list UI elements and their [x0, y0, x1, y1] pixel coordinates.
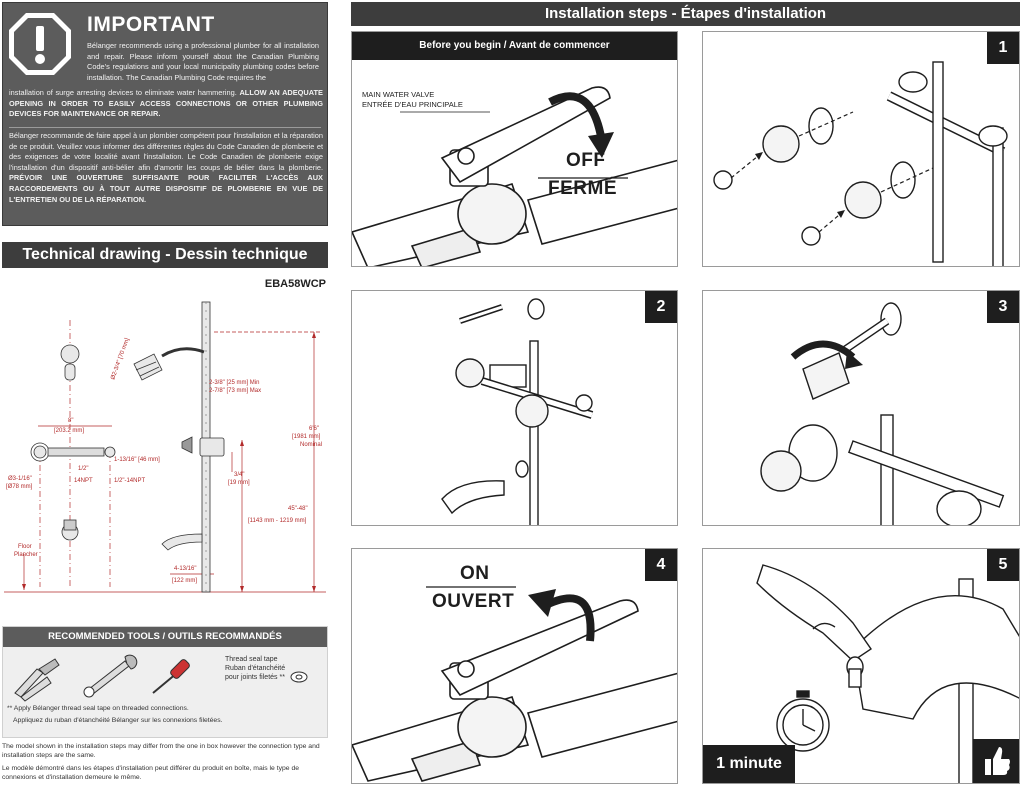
tools-note-en: ** Apply Bélanger thread seal tape on th… [7, 705, 189, 712]
tools-illustrations [14, 654, 308, 702]
dim-height-total-mm: [1981 mm] [292, 434, 321, 440]
important-notice: IMPORTANT Bélanger recommends using a pr… [2, 2, 328, 226]
step-number-1: 1 [987, 32, 1019, 64]
screwdriver-icon [152, 659, 190, 694]
dim-valve-height-mm: [1143 mm - 1219 mm] [248, 518, 307, 524]
step1-illustration [713, 61, 1008, 266]
warning-icon [9, 13, 71, 75]
step5-illustration [756, 564, 1019, 783]
step-number-3: 3 [987, 291, 1019, 323]
on-label: ON [460, 563, 490, 584]
important-text-fr: Bélanger recommande de faire appel à un … [9, 131, 323, 204]
tools-banner: RECOMMENDED TOOLS / OUTILS RECOMMANDÉS [3, 627, 327, 647]
panel-step-2: 2 [351, 290, 678, 526]
valve-off-illustration [352, 86, 677, 266]
dim-spacing: 8" [68, 418, 73, 424]
one-minute-label: 1 minute [703, 745, 795, 783]
panel-step-4: ON OUVERT 4 [351, 548, 678, 784]
panel-step-1: 1 [702, 31, 1020, 267]
important-warning-en: ALLOW AN ADEQUATE OPENING IN ORDER TO EA… [9, 88, 323, 119]
dim-spout-mm: [122 mm] [172, 578, 197, 584]
dimension-labels: Ø2-3/4" [70 mm] 2-3/8" [25 mm] Min 2-7/8… [6, 337, 322, 584]
dim-npt-a: 14NPT [74, 478, 93, 484]
tape-label: Thread seal tape Ruban d'étanchéité pour… [225, 656, 286, 681]
valve-on-illustration [352, 586, 677, 782]
dim-spout: 4-13/16" [174, 566, 196, 572]
dim-handle-diameter-mm: [Ø78 mm] [6, 484, 33, 490]
tools-notes: ** Apply Bélanger thread seal tape on th… [7, 703, 223, 727]
panel-step-5: 5 1 minute [702, 548, 1020, 784]
step3-illustration [760, 302, 1005, 525]
dim-valve-height: 45"-48" [288, 506, 308, 512]
dim-three-quarter-mm: [19 mm] [228, 480, 250, 486]
important-divider [9, 127, 321, 128]
off-label: OFF [566, 150, 606, 171]
model-code: EBA58WCP [264, 278, 326, 290]
off-label-fr: FERMÉ [548, 178, 617, 199]
important-title: IMPORTANT [87, 13, 215, 36]
technical-drawing: Ø2-3/4" [70 mm] 2-3/8" [25 mm] Min 2-7/8… [4, 301, 326, 593]
model-footnote: The model shown in the installation step… [2, 742, 328, 786]
step-number-5: 5 [987, 549, 1019, 581]
dim-half-b: 1/2"-14NPT [114, 478, 145, 484]
technical-drawing-banner: Technical drawing - Dessin technique [2, 242, 328, 268]
important-text-en-cont: installation of surge arresting devices … [9, 88, 323, 119]
dim-nominal: Nominal [300, 442, 322, 448]
important-warning-fr: PRÉVOIR UNE OUVERTURE SUFFISANTE POUR FA… [9, 173, 323, 204]
wrench-icon [83, 654, 138, 698]
step2-illustration [441, 298, 594, 525]
on-label-fr: OUVERT [432, 591, 515, 612]
pliers-icon [14, 658, 60, 702]
footnote-en: The model shown in the installation step… [2, 743, 320, 759]
thumbs-up-icon [973, 739, 1019, 783]
dim-handle-diameter: Ø3-1/16" [8, 476, 32, 482]
dim-inlet: 1-13/16" [46 mm] [114, 457, 160, 463]
main-valve-label: MAIN WATER VALVE ENTRÉE D'EAU PRINCIPALE [362, 90, 463, 109]
dim-floor: Floor [18, 544, 32, 550]
dim-head-diameter: Ø2-3/4" [70 mm] [110, 337, 131, 381]
dim-height-total: 6'6" [309, 426, 319, 432]
recommended-tools: RECOMMENDED TOOLS / OUTILS RECOMMANDÉS T… [2, 626, 328, 738]
step-number-2: 2 [645, 291, 677, 323]
before-you-begin-title: Before you begin / Avant de commencer [352, 32, 677, 60]
dim-arm-max: 2-7/8" [73 mm] Max [209, 388, 261, 394]
important-text-en: Bélanger recommends using a professional… [87, 41, 319, 82]
dim-spacing-mm: [203.2 mm] [54, 428, 84, 434]
panel-step-3: 3 [702, 290, 1020, 526]
installation-steps-banner: Installation steps - Étapes d'installati… [351, 2, 1020, 26]
footnote-fr: Le modèle démontré dans les étapes d'ins… [2, 765, 300, 781]
tape-roll-icon [290, 671, 308, 683]
dim-half-a: 1/2" [78, 466, 88, 472]
dim-three-quarter: 3/4" [234, 472, 244, 478]
step-number-4: 4 [645, 549, 677, 581]
dim-arm-min: 2-3/8" [25 mm] Min [209, 380, 259, 386]
panel-before-you-begin: Before you begin / Avant de commencer MA… [351, 31, 678, 267]
tools-note-fr: Appliquez du ruban d'étanchéité Bélanger… [13, 717, 223, 724]
dim-floor-fr: Plancher [14, 552, 38, 558]
